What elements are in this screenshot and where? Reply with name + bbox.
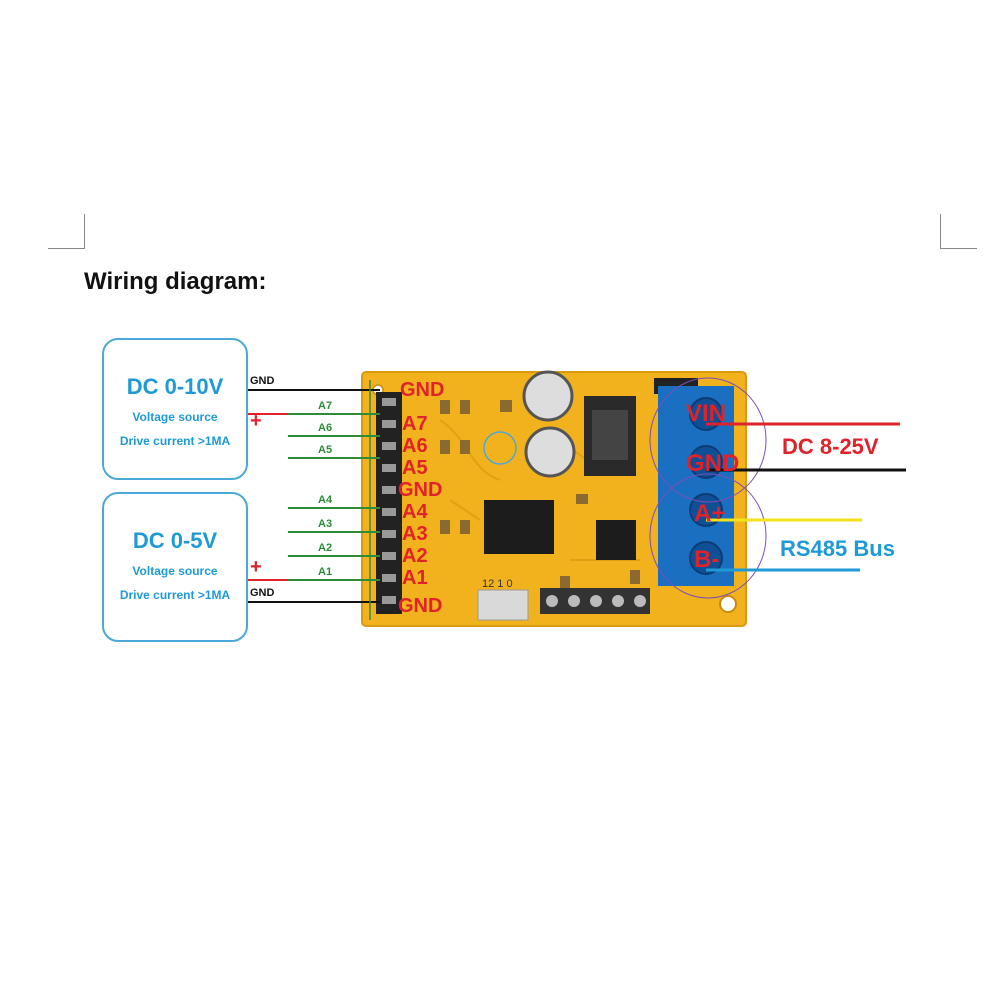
plus-sign: + — [250, 556, 262, 578]
rs485-chip — [596, 520, 636, 560]
adc-chip — [484, 500, 554, 554]
header-label: GND — [400, 379, 445, 401]
terminal-label-b-minus: B- — [694, 546, 720, 573]
crop-mark-left — [48, 214, 85, 249]
header-label: GND — [398, 479, 443, 501]
jumper-block — [477, 589, 529, 621]
terminal-label-a-plus: A+ — [694, 500, 726, 527]
capacitor — [522, 370, 574, 422]
header-label: A7 — [402, 413, 428, 435]
bus-label: RS485 Bus — [780, 536, 895, 561]
gnd-wire-label: GND — [250, 375, 275, 387]
plus-sign: + — [250, 410, 262, 432]
header-label: A3 — [402, 523, 428, 545]
header-label: GND — [398, 595, 443, 617]
mount-hole — [719, 595, 737, 613]
source-type: Voltage source — [132, 410, 218, 424]
pin-wire-label: A4 — [318, 494, 333, 506]
pin-wire-label: A5 — [318, 444, 333, 456]
page-title: Wiring diagram: — [84, 268, 267, 295]
power-label: DC 8-25V — [782, 434, 879, 459]
terminal-label-vin: VIN — [686, 400, 727, 427]
header-label: A2 — [402, 545, 428, 567]
crop-mark-right — [940, 214, 977, 249]
terminal-label-gnd: GND — [686, 450, 740, 477]
terminal-highlight — [649, 473, 767, 599]
pin-wire-label: A2 — [318, 542, 333, 554]
header-pins — [382, 398, 396, 604]
header-label: A6 — [402, 435, 428, 457]
source-type: Voltage source — [132, 564, 218, 578]
pin-wire-label: A7 — [318, 400, 333, 412]
source-box-0-10v: DC 0-10V Voltage source Drive current >1… — [102, 338, 248, 480]
source-title: DC 0-5V — [132, 528, 218, 553]
source-current: Drive current >1MA — [119, 588, 231, 602]
terminal-highlight — [649, 377, 767, 503]
capacitor-highlight — [483, 431, 517, 465]
source-current: Drive current >1MA — [119, 434, 231, 448]
header-label: A5 — [402, 457, 428, 479]
gnd-wire-label: GND — [250, 587, 275, 599]
header-label: A1 — [402, 567, 428, 589]
pin-wire-label: A3 — [318, 518, 333, 530]
jumper-label: 12 1 0 — [482, 578, 513, 590]
source-title: DC 0-10V — [126, 374, 224, 399]
header-label: A4 — [402, 501, 428, 523]
pin-wire-label: A1 — [318, 566, 333, 578]
pin-wire-label: A6 — [318, 422, 333, 434]
source-box-0-5v: DC 0-5V Voltage source Drive current >1M… — [102, 492, 248, 642]
capacitor — [524, 426, 576, 478]
